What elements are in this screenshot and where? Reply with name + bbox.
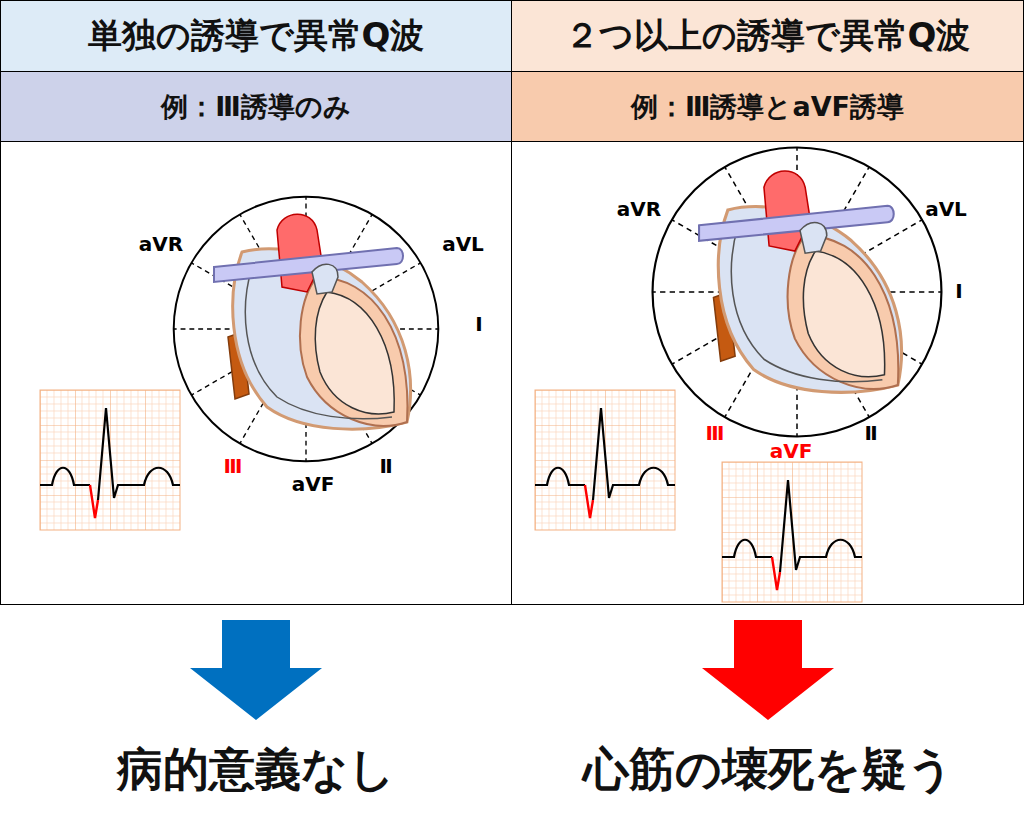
lead-label: aVF xyxy=(292,472,335,496)
example-band: 例：Ⅲ誘導のみ xyxy=(0,71,512,142)
ecg-trace xyxy=(40,390,180,530)
down-arrow xyxy=(702,620,834,720)
band-text: ２つ以上の誘導で異常Q波 xyxy=(565,13,971,59)
lead-label: aVR xyxy=(617,197,661,221)
lead-wheel xyxy=(653,148,942,437)
band-text: 例：Ⅲ誘導とaVF誘導 xyxy=(631,89,904,125)
ecg-trace xyxy=(722,462,862,602)
lead-label: Ⅲ xyxy=(706,421,725,445)
down-arrow xyxy=(190,620,322,720)
lead-label: Ⅱ xyxy=(379,454,392,478)
lead-label: Ⅰ xyxy=(475,312,482,336)
header-band: 単独の誘導で異常Q波 xyxy=(0,0,512,72)
lead-label: aVL xyxy=(925,197,967,221)
heart-illustration xyxy=(214,214,411,429)
ecg-trace xyxy=(535,390,675,530)
lead-label: Ⅰ xyxy=(955,279,962,303)
lead-label: aVF xyxy=(770,439,813,463)
lead-label: aVL xyxy=(442,232,484,256)
lead-label: aVR xyxy=(139,232,183,256)
lead-panel: aVR aVL Ⅰ Ⅲ ⅡaVF xyxy=(511,141,1024,605)
lead-label: Ⅲ xyxy=(224,454,243,478)
header-band: ２つ以上の誘導で異常Q波 xyxy=(511,0,1024,72)
lead-wheel xyxy=(174,197,439,462)
heart-illustration xyxy=(699,171,901,392)
example-band: 例：Ⅲ誘導とaVF誘導 xyxy=(511,71,1024,142)
conclusion-text: 心筋の壊死を疑う xyxy=(583,739,954,801)
band-text: 単独の誘導で異常Q波 xyxy=(88,13,425,59)
lead-label: Ⅱ xyxy=(864,421,877,445)
conclusion-text: 病的意義なし xyxy=(117,739,395,801)
band-text: 例：Ⅲ誘導のみ xyxy=(161,89,351,125)
lead-panel: aVR aVL Ⅰ ⅢaVF Ⅱ xyxy=(0,141,512,605)
